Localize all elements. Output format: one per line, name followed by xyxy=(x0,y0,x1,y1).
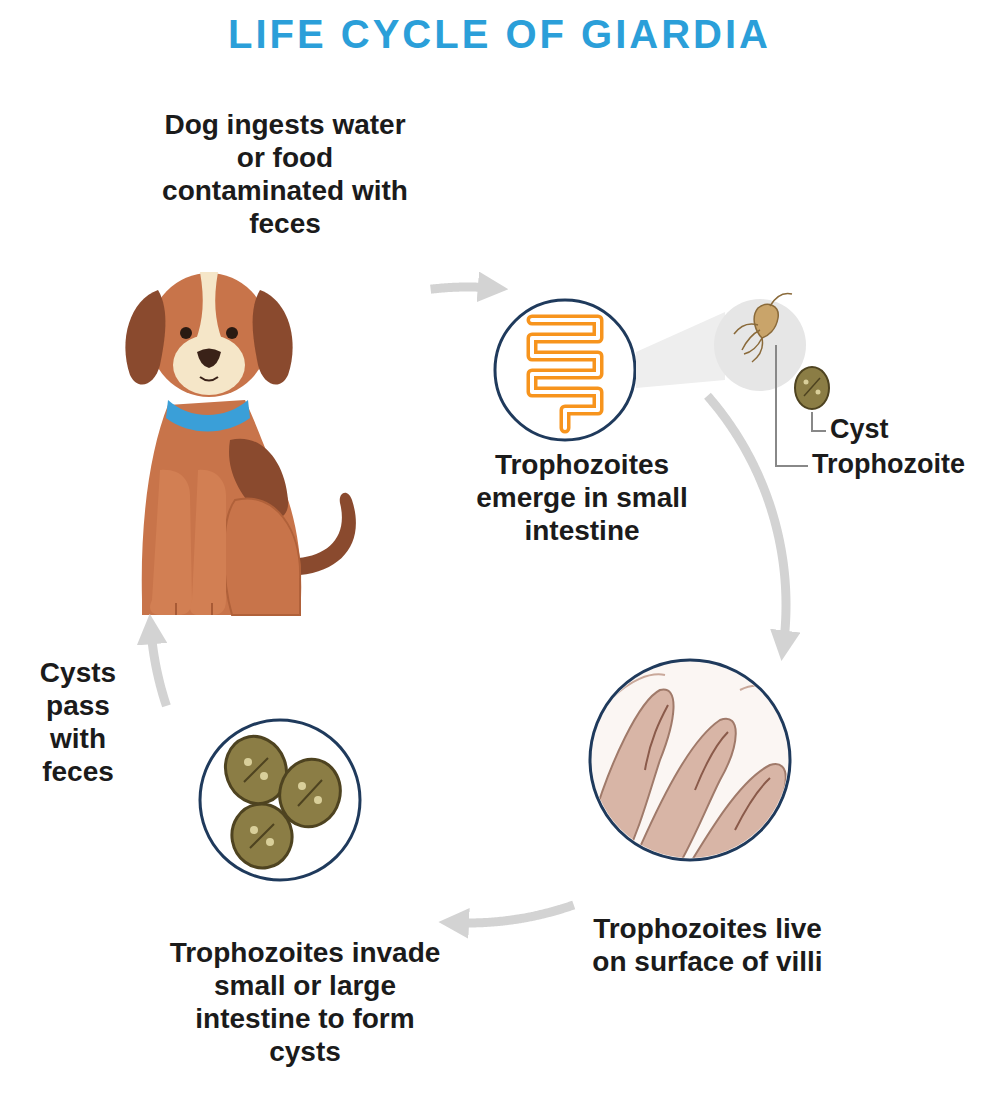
parasite-callout xyxy=(795,367,829,409)
cysts-icon xyxy=(244,758,322,848)
villi-icon xyxy=(590,660,790,890)
villi-icon xyxy=(680,764,786,890)
dog-illustration xyxy=(175,603,177,615)
stage-caption: Trophozoites emerge in small intestine xyxy=(468,448,696,547)
dog-illustration xyxy=(142,400,302,615)
cysts-icon xyxy=(244,758,252,766)
dog-illustration xyxy=(196,272,222,340)
edge-label: Cysts pass with feces xyxy=(28,656,128,788)
villi-icon xyxy=(590,674,786,890)
cysts-icon xyxy=(200,720,360,880)
dog-illustration xyxy=(226,327,238,339)
parasite-callout xyxy=(804,380,809,385)
dog-illustration xyxy=(200,377,218,381)
cysts-icon xyxy=(298,782,306,790)
stage-caption: Trophozoites live on surface of villi xyxy=(585,912,830,978)
title: LIFE CYCLE OF GIARDIA xyxy=(0,12,999,57)
intestine-icon xyxy=(532,320,598,428)
callout-label: Trophozoite xyxy=(812,449,965,480)
parasite-callout xyxy=(636,294,829,467)
cysts-icon xyxy=(260,772,268,780)
stage-node: Dog ingests water or food contaminated w… xyxy=(150,108,420,618)
cysts-icon xyxy=(200,720,360,880)
intestine-icon xyxy=(495,300,635,440)
dog-illustration xyxy=(253,290,293,385)
parasite-callout xyxy=(776,345,808,466)
cycle-arrow xyxy=(151,629,167,706)
dog-illustration xyxy=(190,470,226,615)
parasite-callout xyxy=(714,299,806,391)
intestine-icon xyxy=(495,300,635,440)
dog-illustration xyxy=(298,493,356,575)
villi-icon xyxy=(645,705,770,830)
dog-illustration xyxy=(224,498,300,615)
parasite-callout xyxy=(636,312,725,388)
stage-node: Trophozoites invade small or large intes… xyxy=(168,716,442,1072)
stage-caption: Dog ingests water or food contaminated w… xyxy=(150,108,420,240)
cycle-arrow xyxy=(431,287,493,289)
parasite-callout xyxy=(816,390,821,395)
cycle-arrow xyxy=(708,396,786,646)
dog-illustration xyxy=(149,273,269,397)
parasite-callout xyxy=(754,304,778,338)
dog-illustration xyxy=(150,470,192,615)
stage-node: Trophozoites live on surface of villi xyxy=(585,656,830,982)
intestine-icon xyxy=(532,320,598,428)
cysts-icon xyxy=(266,838,274,846)
dog-illustration xyxy=(197,349,221,369)
villi-icon xyxy=(610,674,665,700)
callout-label: Cyst xyxy=(830,414,889,445)
dog-illustration xyxy=(125,272,356,615)
cycle-arrow xyxy=(454,905,574,923)
dog-illustration xyxy=(166,400,250,432)
stage-node: Trophozoites emerge in small intestine xyxy=(468,298,696,551)
villi-icon xyxy=(740,686,780,700)
dog-illustration xyxy=(211,603,213,615)
parasite-callout xyxy=(734,294,792,363)
dog-illustration xyxy=(173,335,245,395)
stage-caption: Trophozoites invade small or large intes… xyxy=(168,936,442,1068)
dog-illustration xyxy=(180,327,192,339)
cysts-icon xyxy=(250,826,258,834)
cysts-icon xyxy=(314,796,322,804)
parasite-callout xyxy=(812,412,826,431)
parasite-callout xyxy=(804,378,820,396)
dog-illustration xyxy=(125,290,165,385)
